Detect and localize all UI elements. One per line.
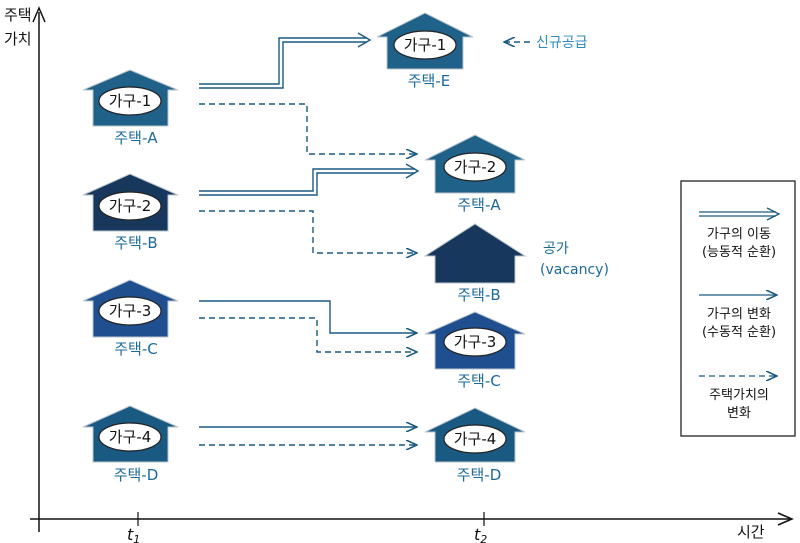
y-axis-label-line1: 주택 bbox=[4, 6, 32, 24]
tick-t1-label: t1 bbox=[127, 525, 140, 543]
passive-moves bbox=[199, 300, 416, 427]
family-label: 가구-3 bbox=[109, 302, 152, 320]
value-house-b-line bbox=[199, 210, 416, 253]
house-label: 주택-D bbox=[457, 466, 502, 484]
family-bubble bbox=[443, 424, 507, 454]
active-moves bbox=[199, 32, 420, 196]
family-label: 가구-3 bbox=[454, 333, 497, 351]
family-label: 가구-2 bbox=[109, 197, 152, 215]
vacancy-label-line2: (vacancy) bbox=[540, 262, 609, 278]
tick-t1-base: t bbox=[127, 525, 134, 543]
family-bubble bbox=[98, 296, 162, 326]
family-bubble bbox=[443, 152, 507, 182]
house-label: 주택-A bbox=[114, 129, 158, 147]
house-e-t2: 가구-1 주택-E bbox=[376, 12, 474, 90]
family-label: 가구-1 bbox=[404, 36, 447, 54]
house-b-t1: 가구-2 주택-B bbox=[82, 173, 179, 252]
house-label: 주택-C bbox=[457, 372, 501, 390]
house-d-t2: 가구-4 주택-D bbox=[424, 407, 526, 484]
family-label: 가구-4 bbox=[109, 428, 152, 446]
family-bubble bbox=[98, 422, 162, 452]
move-family1-outer bbox=[199, 37, 367, 85]
house-label: 주택-B bbox=[114, 234, 157, 252]
house-a-t1: 가구-1 주택-A bbox=[82, 69, 179, 147]
house-label: 주택-D bbox=[114, 466, 159, 484]
legend-value-label-line2: 변화 bbox=[727, 406, 751, 421]
tick-t2-base: t bbox=[474, 525, 481, 543]
house-b-t2-vacant: 주택-B 공가 (vacancy) bbox=[423, 223, 609, 304]
legend-active-label-line2: (능동적 순환) bbox=[702, 245, 776, 260]
tick-t2-label: t2 bbox=[474, 525, 487, 543]
family-label: 가구-1 bbox=[109, 92, 152, 110]
family-bubble bbox=[98, 86, 162, 116]
y-axis-arrow-icon bbox=[32, 6, 46, 23]
house-label: 주택-E bbox=[408, 72, 451, 90]
move-family1-inner bbox=[199, 41, 367, 89]
house-a-t2: 가구-2 주택-A bbox=[424, 134, 526, 214]
legend-active-arrow-icon bbox=[766, 207, 781, 221]
legend-value-label-line1: 주택가치의 bbox=[709, 388, 769, 403]
new-supply-label: 신규공급 bbox=[536, 35, 588, 51]
house-shape bbox=[423, 223, 527, 284]
y-axis-label-line2: 가치 bbox=[4, 30, 32, 48]
value-house-c-line bbox=[199, 317, 416, 352]
tick-t2-sub: 2 bbox=[480, 533, 487, 543]
legend-passive-label-line2: (수동적 순환) bbox=[702, 325, 776, 340]
family-bubble bbox=[98, 191, 162, 221]
move-family2-inner bbox=[199, 172, 415, 196]
x-axis-label: 시간 bbox=[737, 523, 765, 541]
house-label: 주택-C bbox=[114, 340, 158, 358]
move-family2-outer bbox=[199, 168, 415, 192]
family-bubble bbox=[393, 30, 457, 60]
family-bubble bbox=[443, 327, 507, 357]
value-changes bbox=[199, 42, 530, 445]
legend: 가구의 이동 (능동적 순환) 가구의 변화 (수동적 순환) 주택가치의 변화 bbox=[680, 180, 796, 437]
house-c-t1: 가구-3 주택-C bbox=[82, 279, 179, 358]
family-label: 가구-4 bbox=[454, 430, 497, 448]
move-family2-arrow-icon bbox=[405, 163, 420, 179]
house-label: 주택-A bbox=[457, 196, 501, 214]
family-label: 가구-2 bbox=[454, 158, 497, 176]
x-axis-arrow-icon bbox=[777, 512, 794, 526]
value-house-a-line bbox=[199, 103, 416, 154]
tick-t1-sub: 1 bbox=[133, 533, 140, 543]
legend-active-label-line1: 가구의 이동 bbox=[707, 227, 771, 242]
house-c-t2: 가구-3 주택-C bbox=[424, 311, 526, 390]
house-d-t1: 가구-4 주택-D bbox=[82, 405, 179, 484]
house-label: 주택-B bbox=[457, 286, 500, 304]
change-family3-line bbox=[199, 300, 416, 333]
vacancy-label-line1: 공가 bbox=[543, 241, 569, 257]
legend-box bbox=[680, 180, 796, 437]
move-family1-arrow-icon bbox=[357, 32, 372, 48]
legend-passive-label-line1: 가구의 변화 bbox=[707, 307, 771, 322]
axes: 주택 가치 시간 t1 t2 bbox=[4, 6, 794, 543]
